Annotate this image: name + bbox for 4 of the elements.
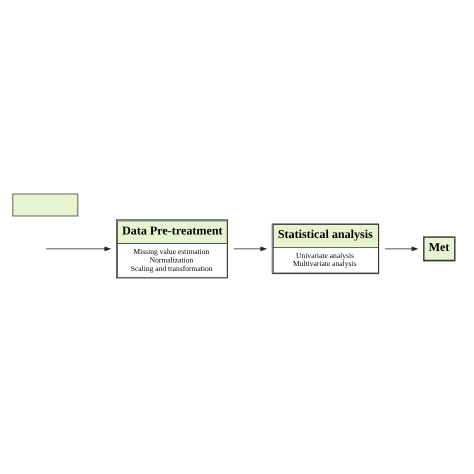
arrow	[233, 246, 268, 251]
arrow	[384, 246, 418, 251]
arrow	[46, 246, 112, 251]
node-box	[12, 193, 78, 216]
